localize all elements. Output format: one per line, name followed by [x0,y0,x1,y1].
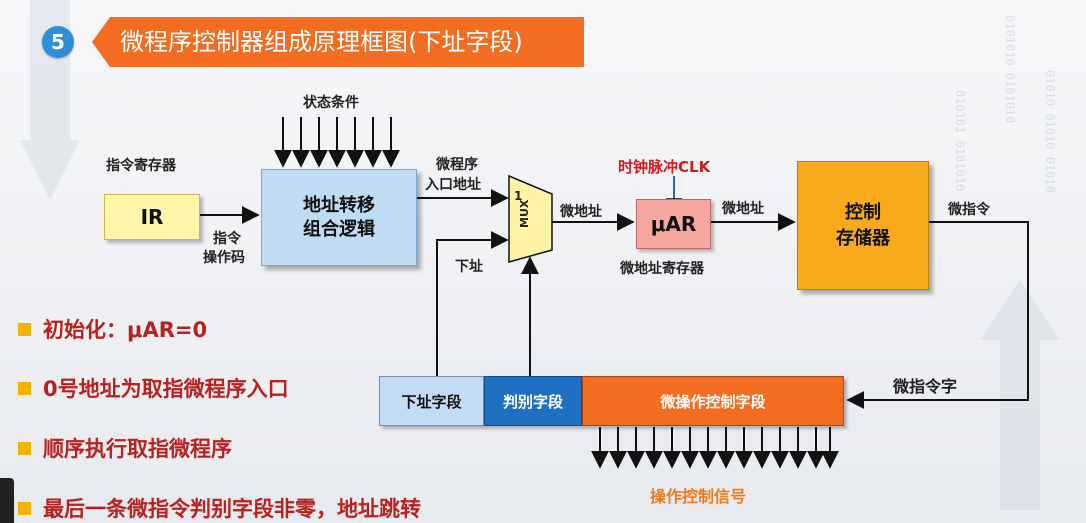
bullet-text: 最后一条微指令判别字段非零，地址跳转 [43,497,421,521]
window-edge-mark [0,478,14,523]
title-banner [92,17,584,67]
bullet-text: 0号地址为取指微程序入口 [43,377,289,401]
next-address-label: 下址 [455,259,483,275]
slide-number-badge: 5 [42,26,74,58]
uar-caption: 微地址寄存器 [620,261,704,277]
next-address-field: 下址字段 [379,376,484,426]
mux-output-label: 微地址 [560,204,602,220]
operation-control-signal-label: 操作控制信号 [650,487,747,506]
control-store-box: 控制 存储器 [797,161,929,290]
address-logic-line1: 地址转移 [303,194,375,216]
decor-binary-column: 01010 01010 01010 [1043,70,1057,193]
entry-address-label-1: 微程序 [436,157,478,173]
micro-instruction-word: 下址字段 判别字段 微操作控制字段 [379,376,844,426]
instruction-register-box: IR [104,194,200,240]
bullet-square-icon [18,501,31,515]
bullet-item: 0号地址为取指微程序入口 [18,373,289,403]
decor-binary-column: 010101 0101010 [953,90,967,192]
control-store-line1: 控制 [845,201,881,223]
bullet-square-icon [18,441,31,455]
address-logic-line2: 组合逻辑 [303,218,375,240]
opcode-label-1: 指令 [213,231,241,247]
bullet-square-icon [18,381,31,395]
micro-address-register-box: μAR [636,199,711,249]
entry-address-label-2: 入口地址 [425,177,481,193]
decor-binary-column: 0101010 0101010 [1003,15,1017,124]
bullet-item: 最后一条微指令判别字段非零，地址跳转 [18,493,421,523]
bullet-item: 初始化：μAR=0 [18,314,207,344]
status-condition-label: 状态条件 [303,95,359,111]
control-store-output-label: 微指令 [948,202,990,218]
judge-field: 判别字段 [484,376,582,426]
clock-label: 时钟脉冲CLK [618,158,711,176]
mux-block [508,174,553,263]
address-transfer-logic-box: 地址转移 组合逻辑 [261,169,417,266]
mux-input-label: 1 [514,189,523,203]
bullet-item: 顺序执行取指微程序 [18,433,232,463]
uar-output-label: 微地址 [722,201,764,217]
bullet-text: 初始化：μAR=0 [43,318,208,342]
mux-label: MUX [518,199,531,228]
bullet-square-icon [18,322,31,336]
control-store-line2: 存储器 [836,227,890,249]
decor-arrow-icon [980,280,1060,510]
ir-caption: 指令寄存器 [106,158,176,174]
slide-title: 微程序控制器组成原理框图(下址字段) [120,28,523,56]
bullet-text: 顺序执行取指微程序 [43,437,232,461]
micro-instruction-word-label: 微指令字 [893,377,958,396]
micro-operation-control-field: 微操作控制字段 [582,376,844,426]
opcode-label-2: 操作码 [203,250,245,266]
